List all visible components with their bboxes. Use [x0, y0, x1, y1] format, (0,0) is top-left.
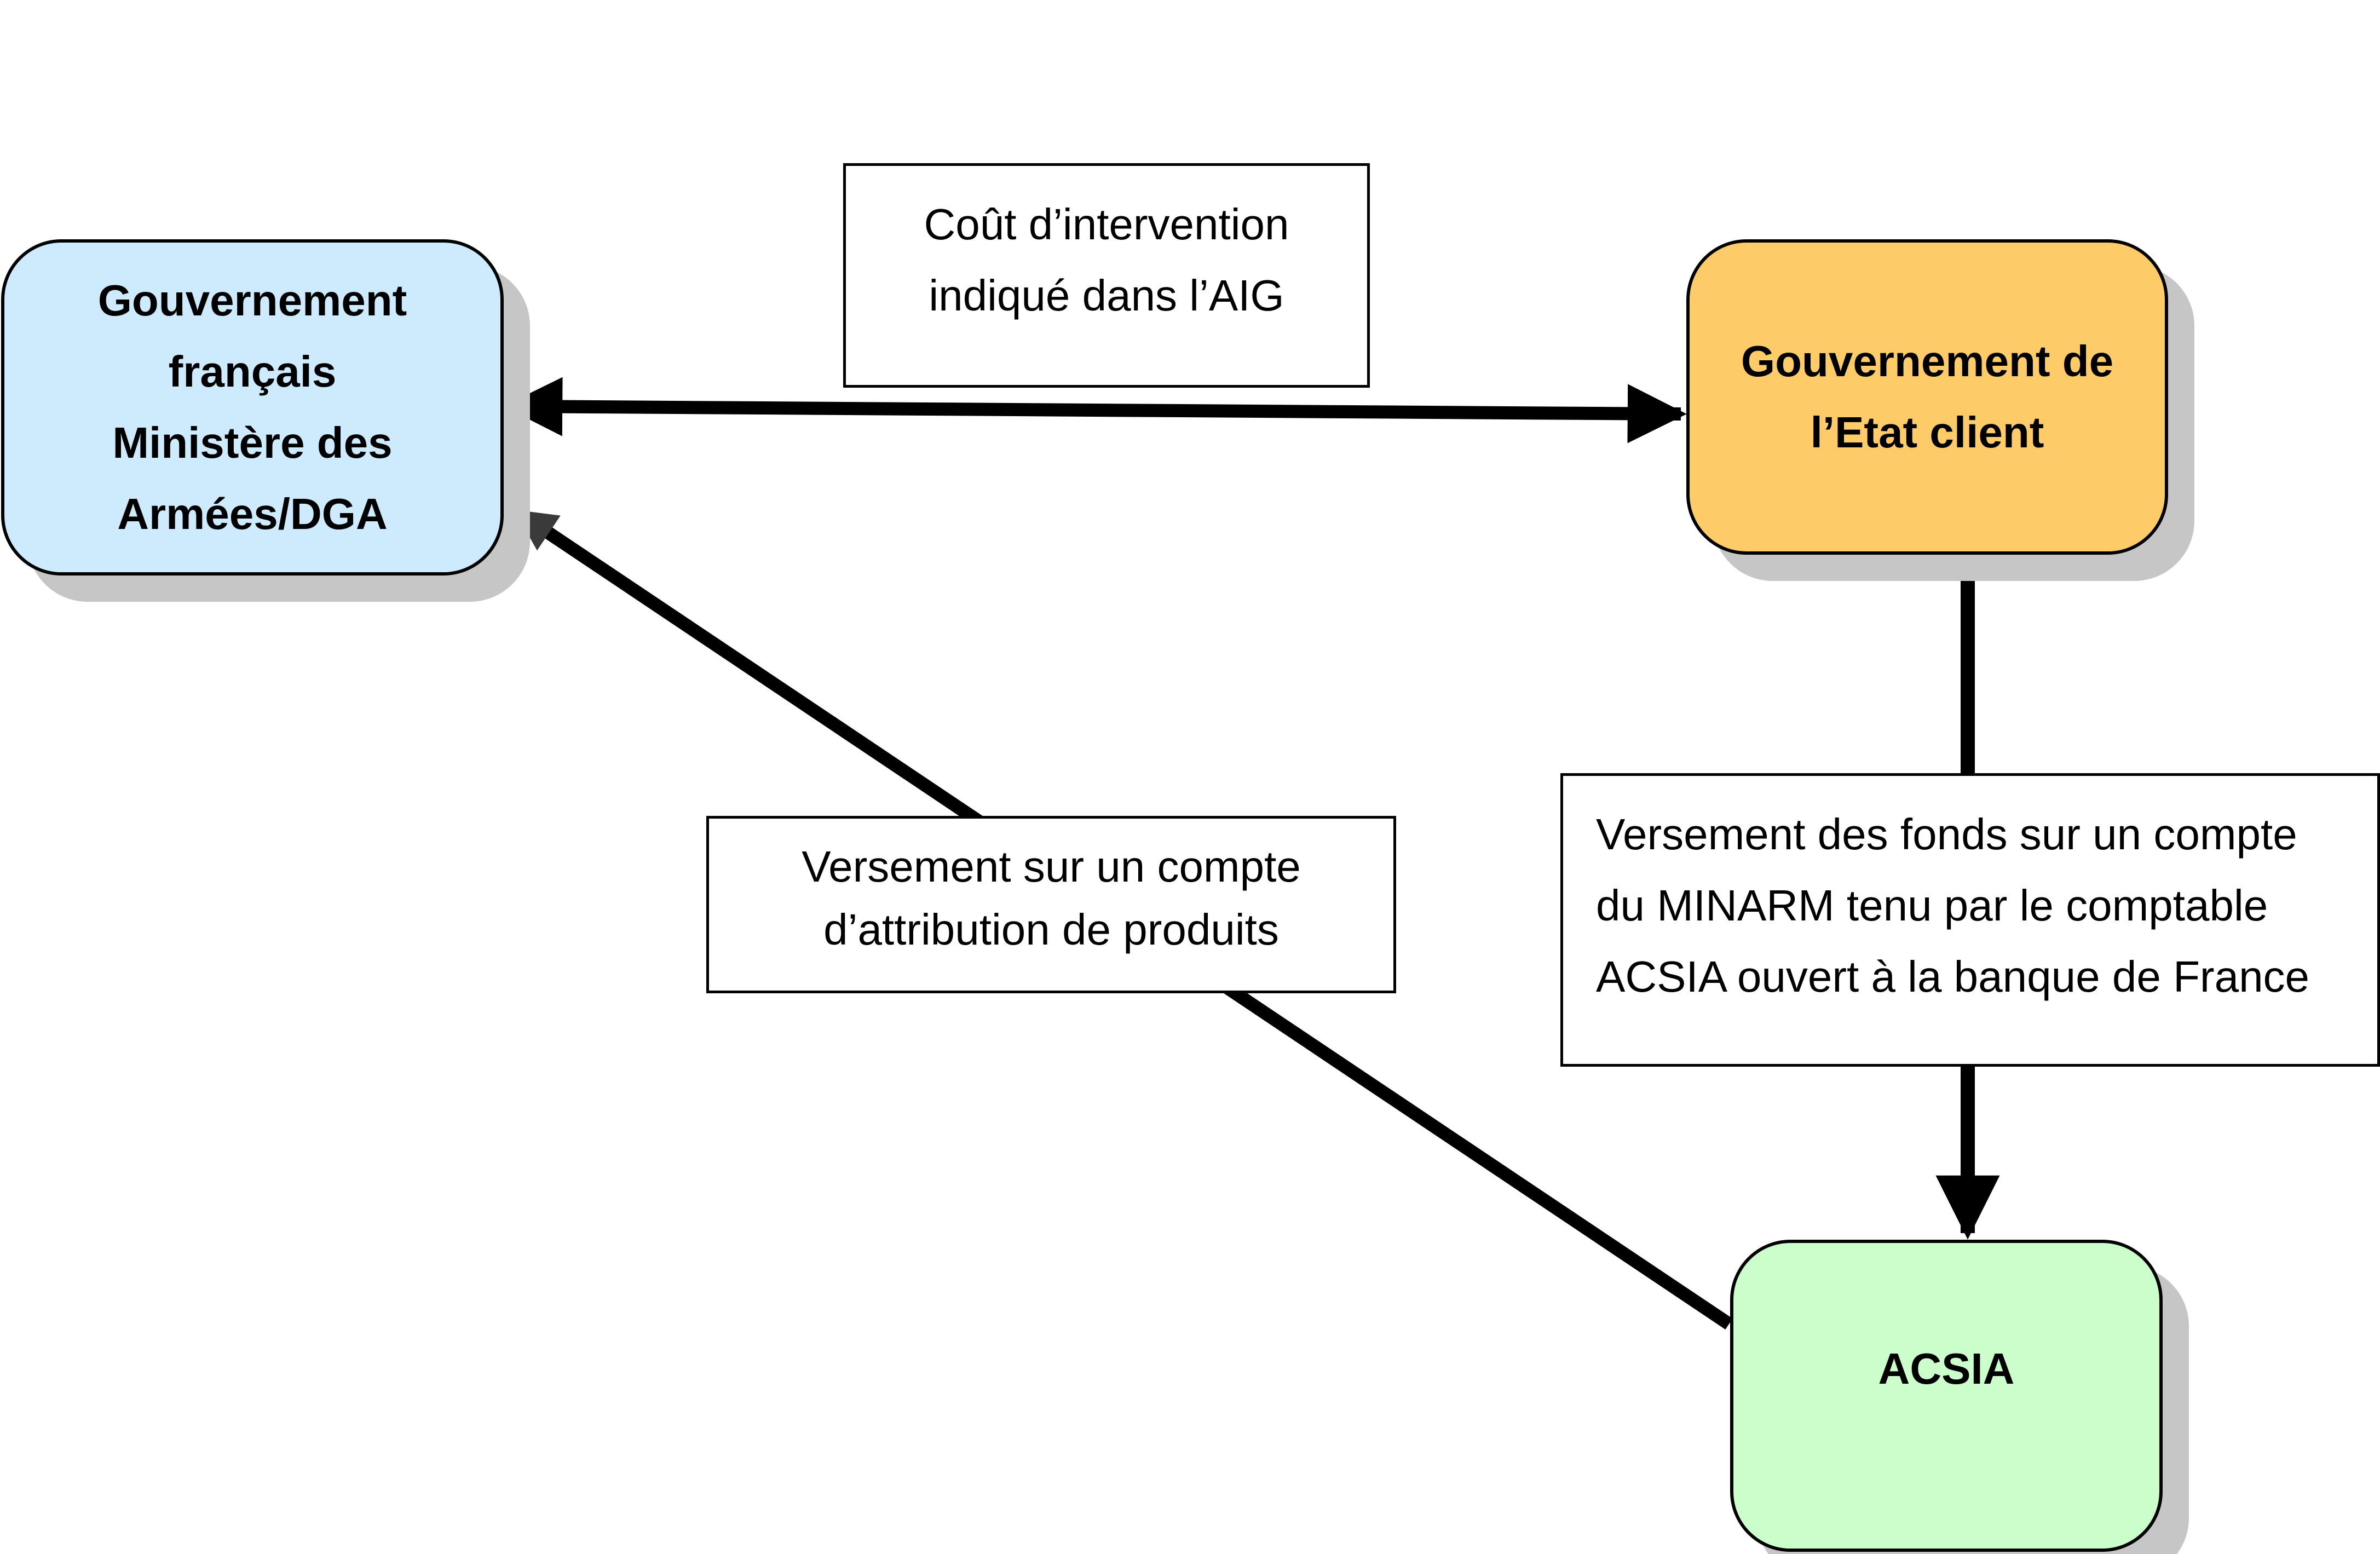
node-gouvernement-francais-label: Gouvernement français Ministère des Armé…: [97, 276, 407, 538]
arrow-fr-gov-client-gov: [503, 377, 1687, 444]
edge-label-versement-fonds-text: Versement des fonds sur un compte du MIN…: [1596, 810, 2310, 1001]
node-gouvernement-etat-client-label: Gouvernement de l’Etat client: [1741, 337, 2114, 457]
edge-label-versement-fonds: Versement des fonds sur un compte du MIN…: [1560, 773, 2380, 1067]
node-acsia-label: ACSIA: [1878, 1344, 2015, 1393]
node-gouvernement-francais: Gouvernement français Ministère des Armé…: [1, 239, 504, 575]
node-gouvernement-etat-client: Gouvernement de l’Etat client: [1686, 239, 2168, 555]
edge-label-compte-attribution-text: Versement sur un compte d’attribution de…: [802, 842, 1301, 954]
edge-label-cout-intervention: Coût d’intervention indiqué dans l’AIG: [843, 163, 1370, 388]
edge-label-cout-intervention-text: Coût d’intervention indiqué dans l’AIG: [924, 200, 1289, 320]
edge-label-compte-attribution: Versement sur un compte d’attribution de…: [706, 816, 1396, 993]
node-acsia: ACSIA: [1730, 1240, 2163, 1552]
